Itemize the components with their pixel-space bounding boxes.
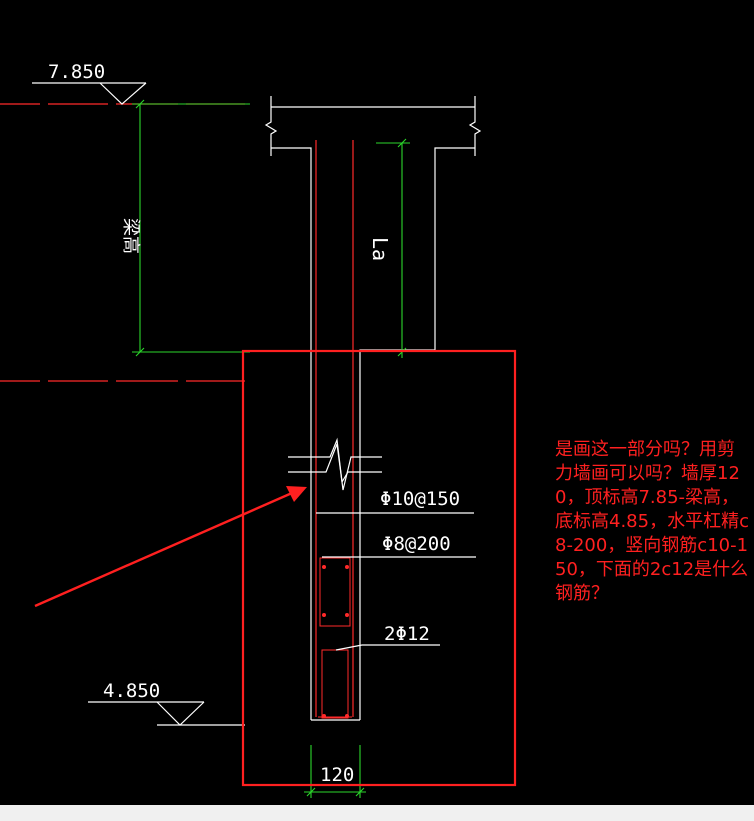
elevation-marker-bottom: [88, 701, 245, 726]
rebar-leader-bottom: [335, 644, 440, 651]
highlight-box: [241, 349, 517, 787]
beam-height-dimension: [132, 99, 250, 357]
wall-thickness-label: 120: [320, 764, 354, 786]
annotation-arrow: [34, 486, 307, 608]
rebar-label-horizontal: Φ8@200: [382, 533, 451, 555]
elevation-label-top: 7.850: [48, 61, 105, 83]
elevation-marker-top: [32, 82, 147, 105]
rebar-label-bottom: 2Φ12: [384, 623, 430, 645]
beam-outline: [264, 96, 482, 721]
rebar-dots: [322, 565, 349, 718]
wall-thickness-dimension: [304, 745, 366, 798]
beam-height-label: 梁高: [120, 218, 141, 254]
question-annotation: 是画这一部分吗？用剪力墙画可以吗？墙厚120，顶标高7.85-梁高，底标高4.8…: [555, 439, 749, 604]
rebar-label-vertical: Φ10@150: [380, 488, 460, 510]
rebar-cage: [318, 557, 352, 719]
break-line: [288, 437, 382, 491]
elevation-label-bottom: 4.850: [103, 680, 160, 702]
window-bottom-bar: [0, 805, 754, 821]
anchor-length-label: La: [368, 237, 392, 261]
anchor-length-dimension: [376, 138, 410, 358]
